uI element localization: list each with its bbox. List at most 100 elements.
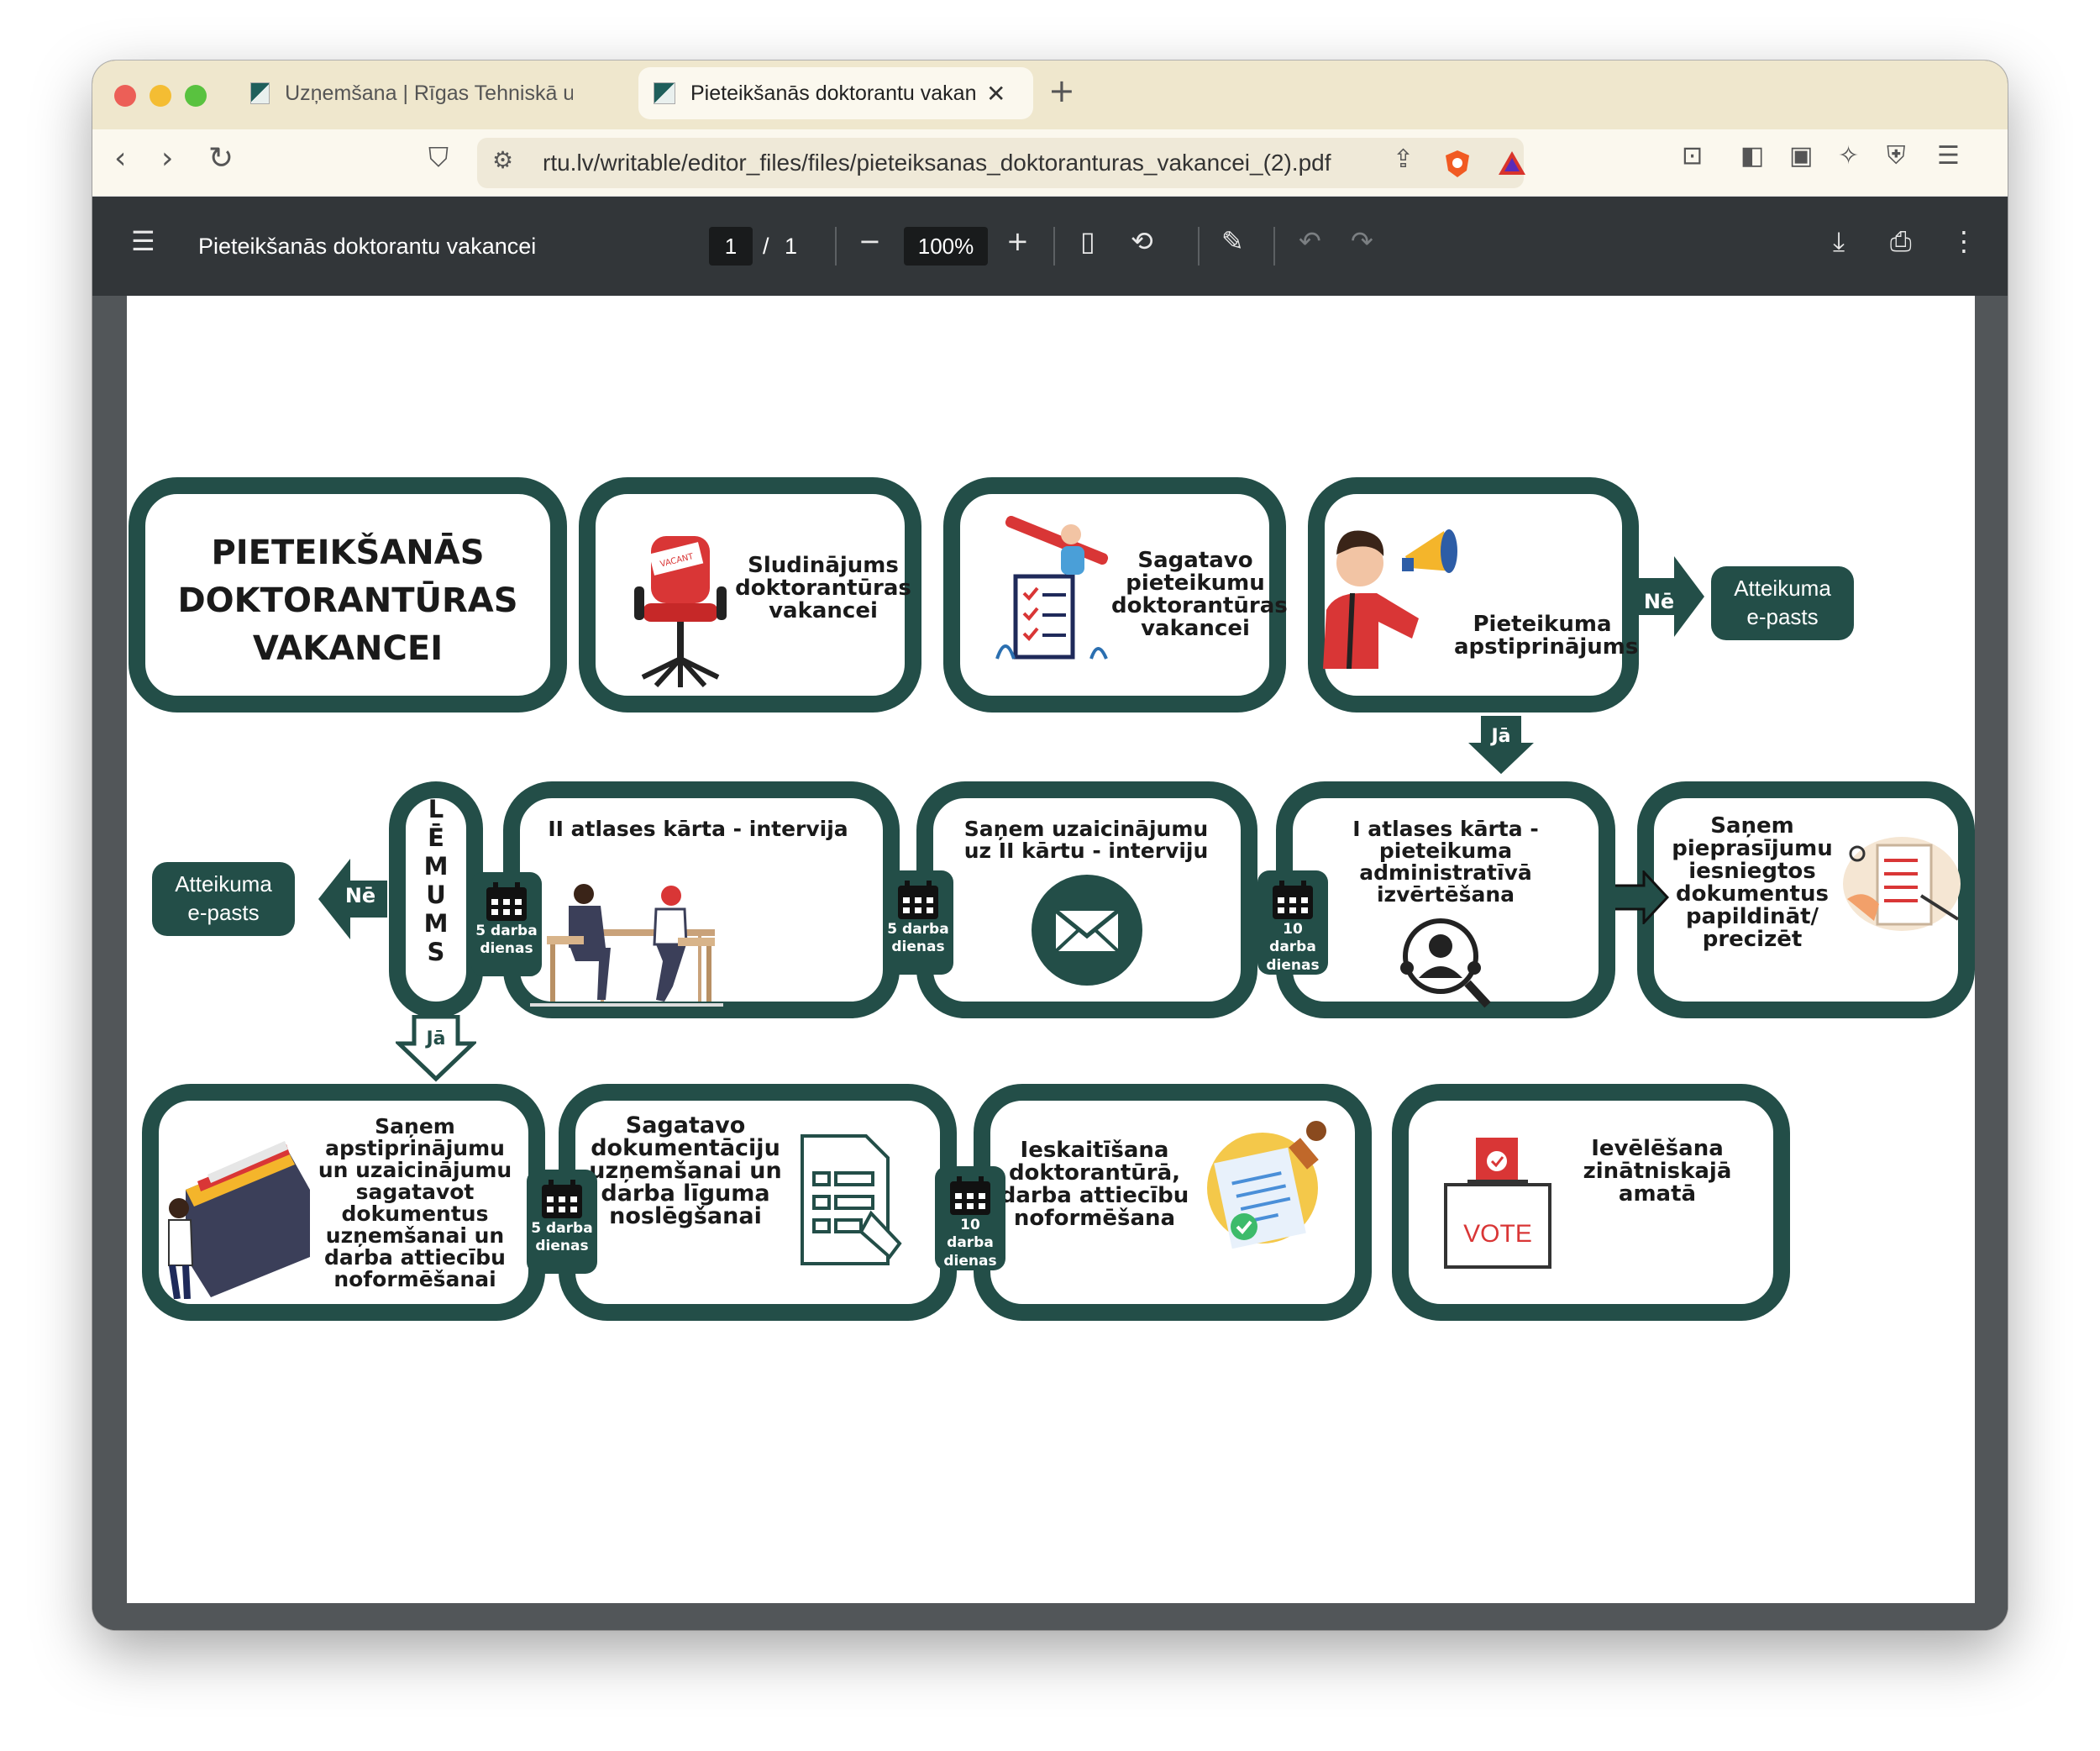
close-window-button[interactable]: [114, 85, 136, 107]
decision-box: [389, 781, 483, 1018]
no-label: Nē: [1643, 590, 1675, 613]
text-line: noslēgšanai: [609, 1203, 762, 1229]
flow-title: PIETEIKŠANĀS DOKTORANTŪRAS VAKANCEI: [145, 529, 550, 673]
url-text[interactable]: rtu.lv/writable/editor_files/files/piete…: [543, 150, 1331, 176]
site-settings-icon[interactable]: ⚙: [492, 146, 514, 174]
tab-pieteiksanas[interactable]: Pieteikšanās doktorantu vakan ✕: [638, 67, 1033, 119]
sidebar-icon[interactable]: ◧: [1740, 141, 1765, 171]
text-line: uzņemšanai un: [589, 1158, 782, 1184]
calendar-badge: 5 darba dienas: [883, 870, 953, 975]
text-line: doktorantūrā,: [1008, 1160, 1181, 1186]
close-icon[interactable]: ✕: [986, 80, 1006, 107]
arrow-down-yes: [396, 1015, 476, 1082]
text-line: vakancei: [1141, 616, 1250, 641]
file-cabinet-icon: [168, 1141, 310, 1299]
docs-text: Sagatavo dokumentāciju uzņemšanai un dar…: [580, 1114, 790, 1228]
more-icon[interactable]: ⋮: [1950, 225, 1977, 257]
tab-uznemsana[interactable]: Uzņemšana | Rīgas Tehniskā univer: [235, 67, 588, 119]
text-line: uzņemšanai un: [325, 1223, 505, 1248]
plus-icon[interactable]: +: [1048, 72, 1075, 109]
stamp-document-icon: [1207, 1121, 1326, 1249]
brave-shield-icon[interactable]: [1443, 149, 1472, 179]
text-line: darba attiecību: [324, 1245, 506, 1270]
page-separator: /: [763, 234, 769, 259]
text-line: I atlases kārta -: [1352, 817, 1539, 841]
browser-toolbar: ‹ › ↻ ⛉ ⚙ rtu.lv/writable/editor_files/f…: [92, 129, 2008, 197]
text-line: 5 darba: [887, 921, 949, 938]
text-line: Ē: [428, 823, 444, 852]
text-line: Sagatavo: [1137, 548, 1253, 573]
yes-label: Jā: [1491, 726, 1511, 747]
approval-text: Saņem apstiprinājumu un uzaicinājumu sag…: [302, 1116, 528, 1291]
calendar-icon: [950, 1176, 990, 1215]
pdf-page: PIETEIKŠANĀS DOKTORANTŪRAS VAKANCEI VACA…: [127, 296, 1975, 1603]
interview-people-icon: [530, 884, 723, 1007]
browser-window: Uzņemšana | Rīgas Tehniskā univer Pietei…: [92, 60, 2008, 1630]
draw-icon[interactable]: ✎: [1221, 225, 1244, 257]
menu-icon[interactable]: ☰: [1937, 141, 1960, 171]
print-icon[interactable]: ⎙: [1890, 225, 1912, 257]
minimize-window-button[interactable]: [150, 85, 171, 107]
text-line: Saņem: [375, 1114, 455, 1138]
redo-icon[interactable]: ↷: [1351, 225, 1373, 257]
ballot-box-icon: VOTE: [1444, 1138, 1551, 1269]
text-line: darba līguma: [601, 1180, 770, 1207]
pdf-title: Pieteikšanās doktorantu vakancei: [198, 234, 537, 259]
text-line: apstiprinājums: [1454, 634, 1639, 660]
reject-email-badge: Atteikuma e-pasts: [152, 862, 295, 936]
rotate-icon[interactable]: ⟲: [1131, 225, 1153, 257]
text-line: vakancei: [769, 598, 878, 623]
zoom-level[interactable]: 100%: [904, 227, 988, 266]
forward-icon[interactable]: ›: [161, 141, 174, 176]
zoom-window-button[interactable]: [185, 85, 207, 107]
text-line: doktorantūras: [735, 576, 911, 601]
text-line: Saņem: [1710, 813, 1794, 839]
menu-icon[interactable]: ☰: [131, 225, 155, 257]
text-line: M: [423, 909, 449, 938]
tab-bar: Uzņemšana | Rīgas Tehniskā univer Pietei…: [92, 60, 2008, 129]
bookmark-icon[interactable]: ⛉: [428, 141, 449, 173]
vpn-icon[interactable]: ⛨: [1887, 141, 1906, 171]
divider: [1273, 227, 1275, 266]
calendar-icon: [486, 882, 527, 921]
checklist-person-icon: [995, 516, 1109, 660]
decision-text: L Ē M U M S: [406, 795, 466, 966]
download-icon[interactable]: ⤓: [1833, 225, 1845, 257]
vote-sign: VOTE: [1463, 1220, 1532, 1248]
zoom-in-icon[interactable]: +: [1006, 225, 1029, 257]
text-line: dienas: [480, 940, 533, 958]
undo-icon[interactable]: ↶: [1299, 225, 1321, 257]
reader-icon[interactable]: ⊡: [1682, 141, 1704, 171]
reload-icon[interactable]: ↻: [208, 141, 234, 176]
text-line: Atteikuma: [175, 871, 272, 897]
fit-page-icon[interactable]: ▯: [1080, 225, 1095, 257]
text-line: 5 darba: [531, 1220, 593, 1237]
total-pages: 1: [785, 234, 798, 259]
text-line: pieteikuma: [1378, 839, 1513, 863]
rtu-favicon-icon: [250, 82, 270, 104]
first-round-text: I atlases kārta - pieteikuma administrat…: [1303, 818, 1588, 906]
text-line: uz II kārtu - interviju: [963, 839, 1209, 863]
arrow-right-no: [1639, 556, 1704, 637]
text-line: e-pasts: [187, 899, 260, 925]
page-number-input[interactable]: 1: [709, 227, 753, 266]
text-line: dokumentus: [1676, 881, 1829, 907]
rewards-icon[interactable]: [1497, 150, 1527, 176]
text-line: L: [428, 795, 444, 823]
zoom-out-icon[interactable]: −: [858, 225, 881, 257]
title-line: VAKANCEI: [252, 629, 444, 668]
share-icon[interactable]: ⇪: [1393, 145, 1415, 174]
text-line: un uzaicinājumu: [318, 1158, 512, 1182]
pdf-toolbar: ☰ Pieteikšanās doktorantu vakancei 1 / 1…: [92, 197, 2008, 296]
back-icon[interactable]: ‹: [114, 141, 127, 176]
title-line: PIETEIKŠANĀS: [211, 534, 485, 572]
leo-ai-icon[interactable]: ✧: [1838, 141, 1860, 171]
calendar-icon: [898, 881, 938, 919]
divider: [835, 227, 837, 266]
text-line: pieprasījumu: [1672, 836, 1833, 861]
second-round-text: II atlases kārta - intervija: [548, 817, 848, 841]
pdf-viewer[interactable]: PIETEIKŠANĀS DOKTORANTŪRAS VAKANCEI VACA…: [92, 296, 2008, 1630]
address-bar[interactable]: ⚙ rtu.lv/writable/editor_files/files/pie…: [477, 138, 1527, 188]
prepare-box: [943, 477, 1286, 712]
wallet-icon[interactable]: ▣: [1789, 141, 1814, 171]
